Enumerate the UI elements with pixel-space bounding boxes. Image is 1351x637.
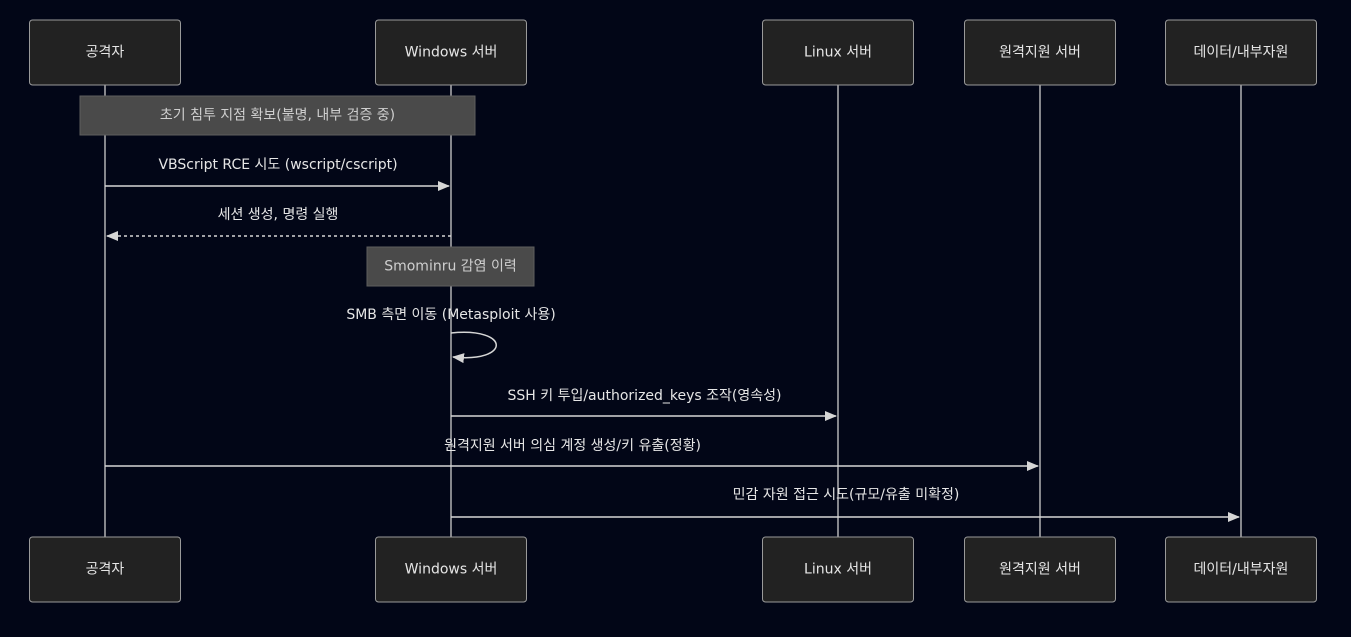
message: SMB 측면 이동 (Metasploit 사용) bbox=[346, 307, 556, 364]
message-label: VBScript RCE 시도 (wscript/cscript) bbox=[158, 157, 397, 173]
actor-label: Linux 서버 bbox=[804, 45, 872, 61]
message-label: 세션 생성, 명령 실행 bbox=[218, 207, 339, 223]
actor-label: 원격지원 서버 bbox=[999, 45, 1081, 61]
actor-label: 데이터/내부자원 bbox=[1194, 45, 1289, 61]
actor-box bbox=[762, 536, 914, 603]
note: Smominru 감염 이력 bbox=[366, 246, 535, 287]
actor-label: 공격자 bbox=[86, 45, 125, 61]
lifelines bbox=[104, 85, 1242, 537]
actor-box bbox=[375, 19, 527, 86]
actor-box bbox=[964, 536, 1116, 603]
actor-win-bottom[interactable]: Windows 서버 bbox=[375, 536, 527, 603]
actor-label: 데이터/내부자원 bbox=[1194, 562, 1289, 578]
note-text: 초기 침투 지점 확보(불명, 내부 검증 중) bbox=[160, 108, 395, 124]
message: 민감 자원 접근 시도(규모/유출 미확정) bbox=[451, 487, 1240, 522]
actor-label: 공격자 bbox=[86, 562, 125, 578]
actor-label: Linux 서버 bbox=[804, 562, 872, 578]
message-label: SSH 키 투입/authorized_keys 조작(영속성) bbox=[507, 388, 781, 404]
actor-box bbox=[375, 536, 527, 603]
message: SSH 키 투입/authorized_keys 조작(영속성) bbox=[451, 388, 837, 421]
actor-attacker-top[interactable]: 공격자 bbox=[29, 19, 181, 86]
actor-label: Windows 서버 bbox=[405, 562, 498, 578]
actor-remote-top[interactable]: 원격지원 서버 bbox=[964, 19, 1116, 86]
actor-linux-top[interactable]: Linux 서버 bbox=[762, 19, 914, 86]
actor-box bbox=[762, 19, 914, 86]
actor-box bbox=[29, 536, 181, 603]
note-box bbox=[79, 95, 476, 136]
actor-box bbox=[964, 19, 1116, 86]
actor-box bbox=[29, 19, 181, 86]
actor-linux-bottom[interactable]: Linux 서버 bbox=[762, 536, 914, 603]
actor-label: Windows 서버 bbox=[405, 45, 498, 61]
message-label: 원격지원 서버 의심 계정 생성/키 유출(정황) bbox=[444, 438, 701, 454]
actor-win-top[interactable]: Windows 서버 bbox=[375, 19, 527, 86]
events: 초기 침투 지점 확보(불명, 내부 검증 중) VBScript RCE 시도 … bbox=[79, 95, 1240, 522]
actor-data-top[interactable]: 데이터/내부자원 bbox=[1165, 19, 1317, 86]
actors-bottom: 공격자 Windows 서버 Linux 서버 원격지원 서버 데이터/내부자원 bbox=[29, 536, 1317, 603]
note-text: Smominru 감염 이력 bbox=[384, 259, 517, 275]
message: 원격지원 서버 의심 계정 생성/키 유출(정황) bbox=[105, 438, 1039, 471]
message-label: SMB 측면 이동 (Metasploit 사용) bbox=[346, 307, 555, 323]
actor-attacker-bottom[interactable]: 공격자 bbox=[29, 536, 181, 603]
note: 초기 침투 지점 확보(불명, 내부 검증 중) bbox=[79, 95, 476, 136]
actor-data-bottom[interactable]: 데이터/내부자원 bbox=[1165, 536, 1317, 603]
actor-remote-bottom[interactable]: 원격지원 서버 bbox=[964, 536, 1116, 603]
actor-label: 원격지원 서버 bbox=[999, 562, 1081, 578]
message: 세션 생성, 명령 실행 bbox=[106, 207, 451, 241]
actors-top: 공격자 Windows 서버 Linux 서버 원격지원 서버 데이터/내부자원 bbox=[29, 19, 1317, 86]
note-box bbox=[366, 246, 535, 287]
actor-box bbox=[1165, 536, 1317, 603]
actor-box bbox=[1165, 19, 1317, 86]
message: VBScript RCE 시도 (wscript/cscript) bbox=[105, 157, 450, 191]
message-label: 민감 자원 접근 시도(규모/유출 미확정) bbox=[733, 487, 960, 503]
self-message-arrow bbox=[450, 331, 497, 364]
